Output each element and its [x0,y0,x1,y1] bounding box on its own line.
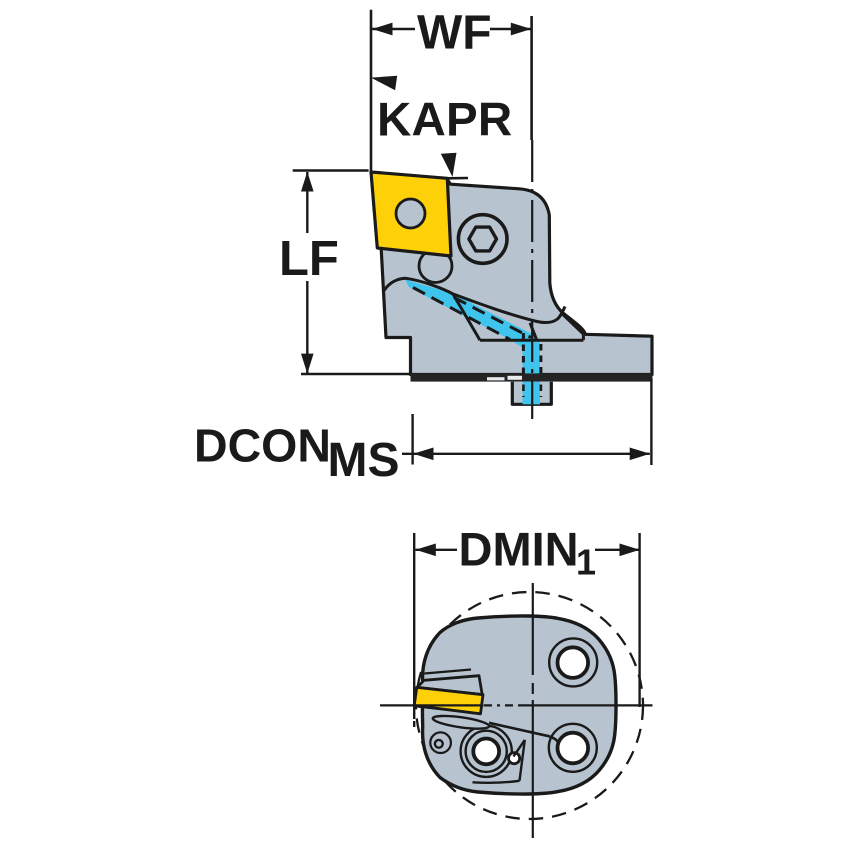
svg-text:WF: WF [417,6,492,59]
svg-text:MS: MS [328,434,400,487]
svg-text:DMIN: DMIN [459,523,579,576]
svg-text:1: 1 [576,542,596,583]
svg-text:KAPR: KAPR [377,93,512,146]
svg-text:DCON: DCON [194,419,331,471]
svg-text:LF: LF [279,232,339,286]
